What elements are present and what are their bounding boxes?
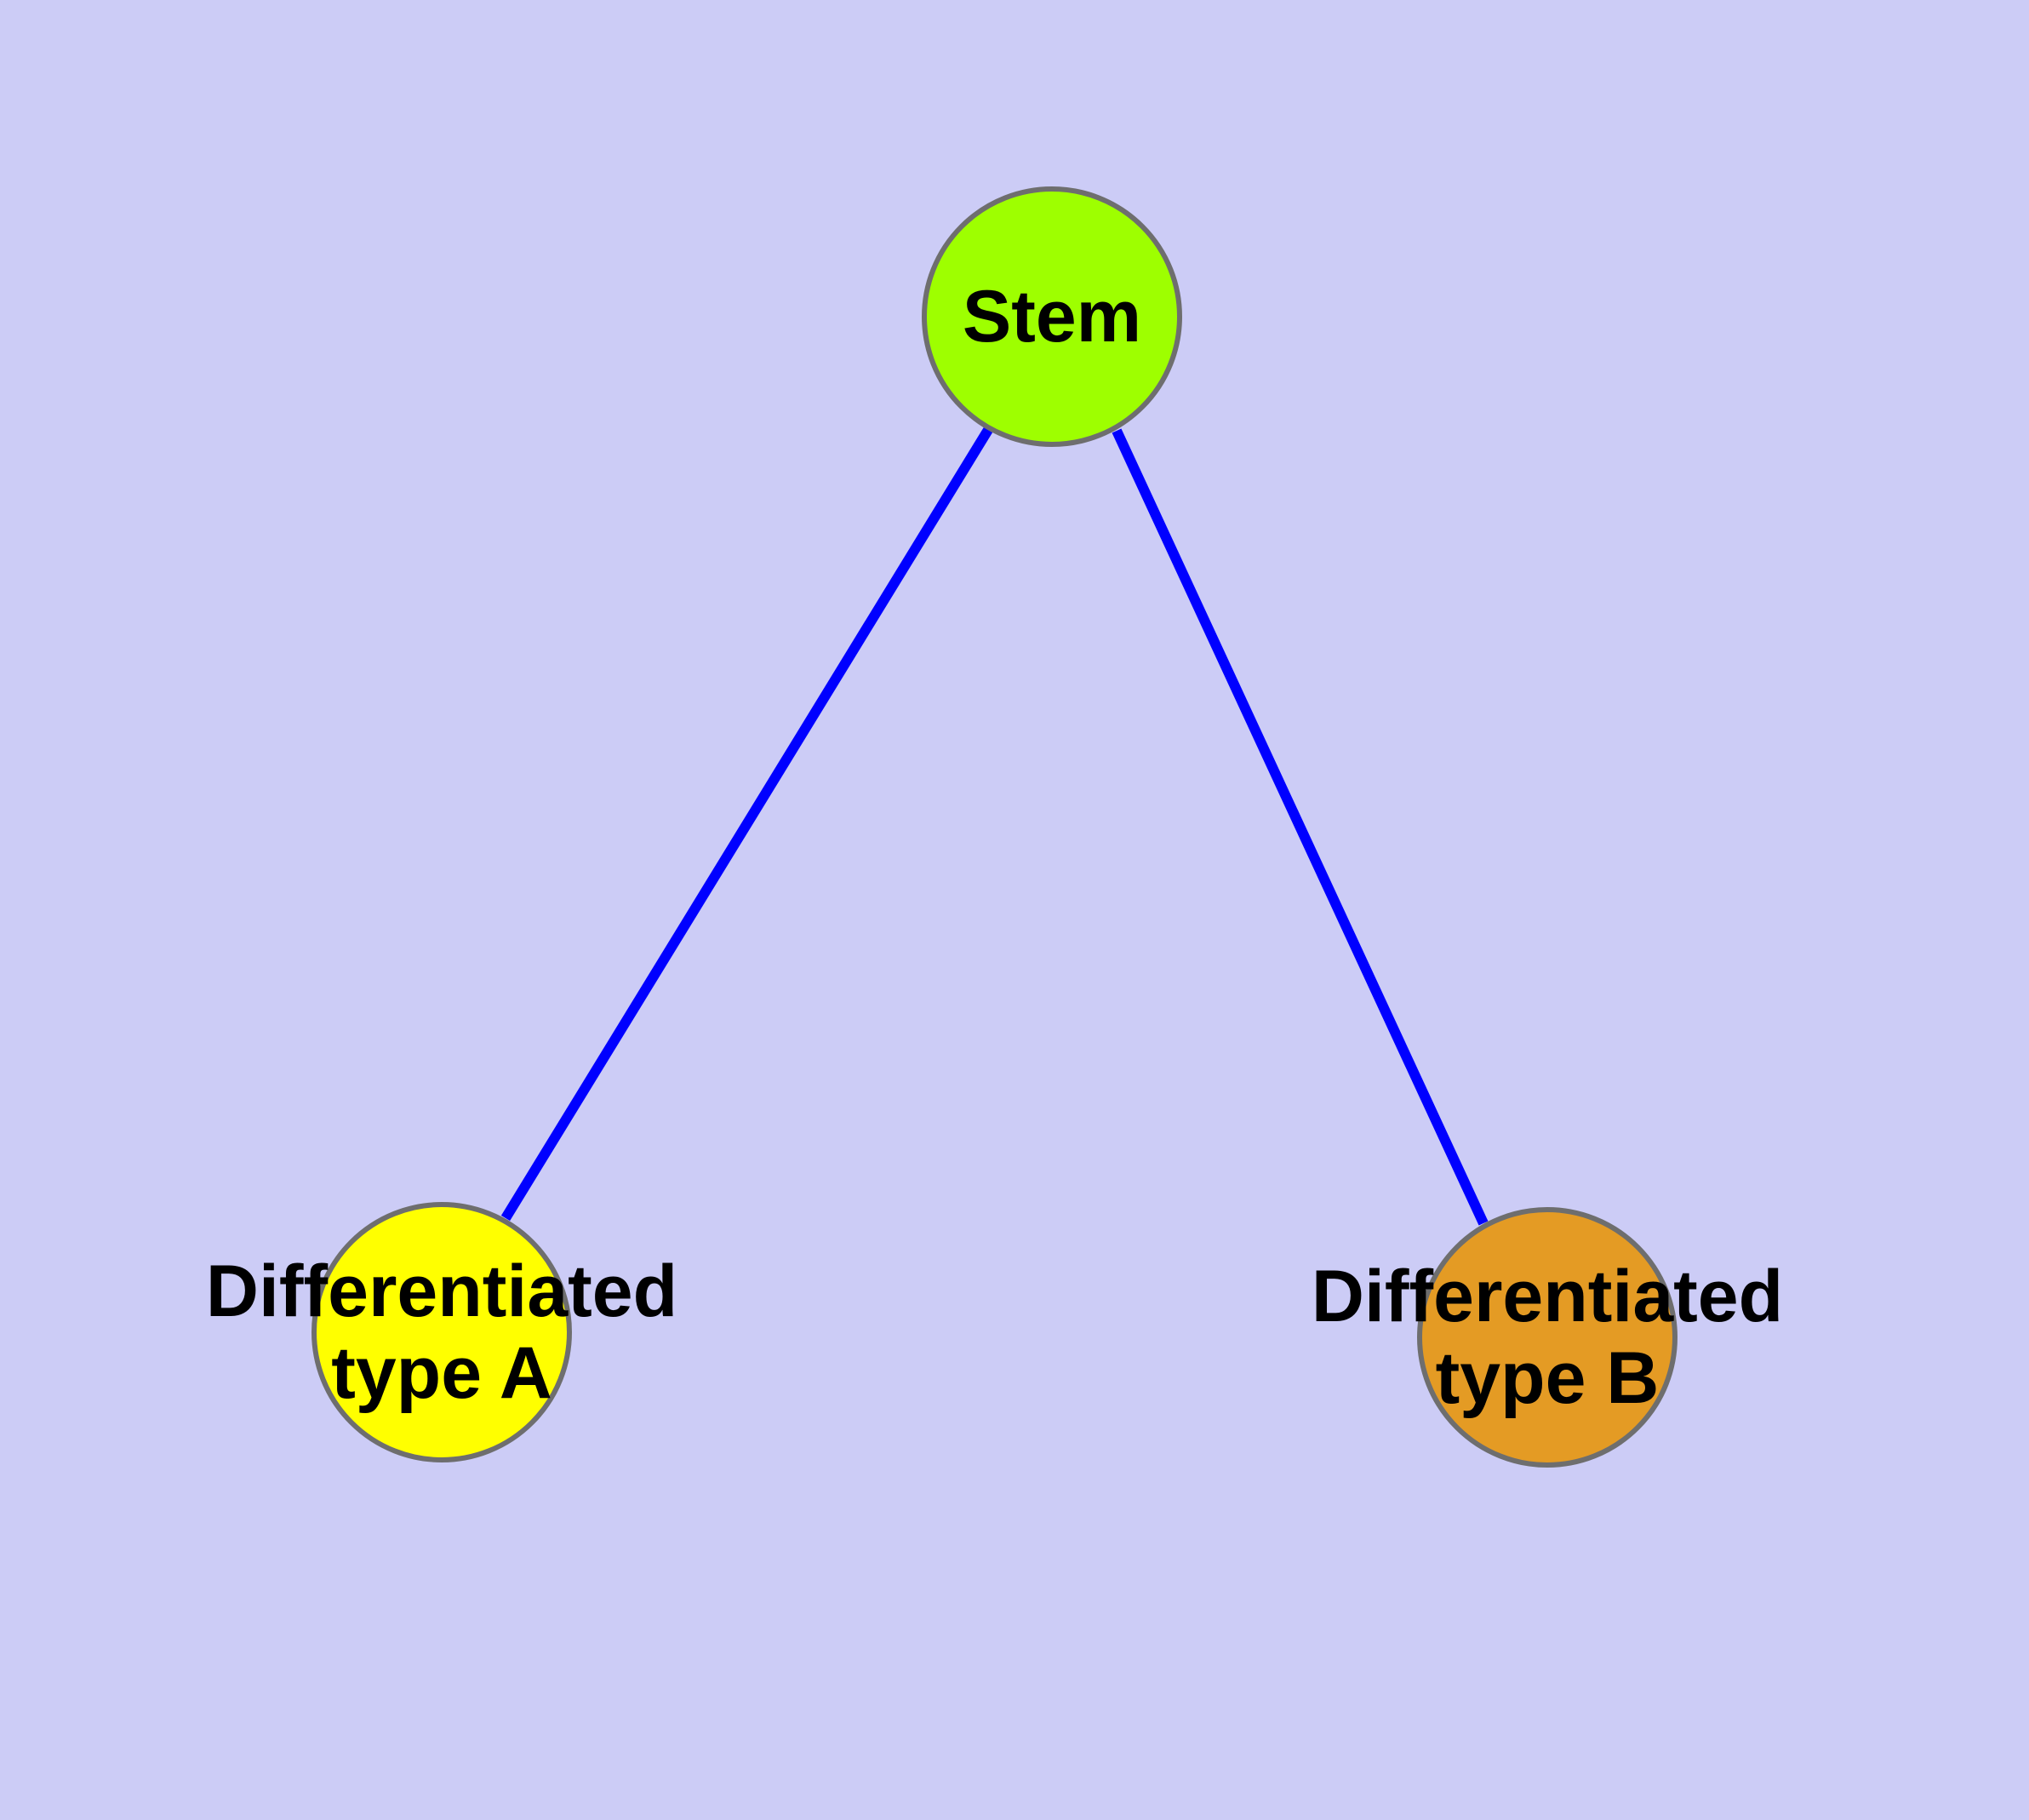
node-stem[interactable]: Stem [922,186,1182,447]
node-differentiated-type-b-circle [1417,1207,1677,1468]
node-differentiated-type-a[interactable]: Differentiated type A [206,1202,677,1462]
node-differentiated-type-b[interactable]: Differentiated type B [1312,1207,1783,1468]
node-stem-circle [922,186,1182,447]
edge-stem-to-diff-b [1112,428,1489,1226]
node-differentiated-type-a-circle [311,1202,572,1462]
edge-stem-to-diff-a [500,426,993,1222]
